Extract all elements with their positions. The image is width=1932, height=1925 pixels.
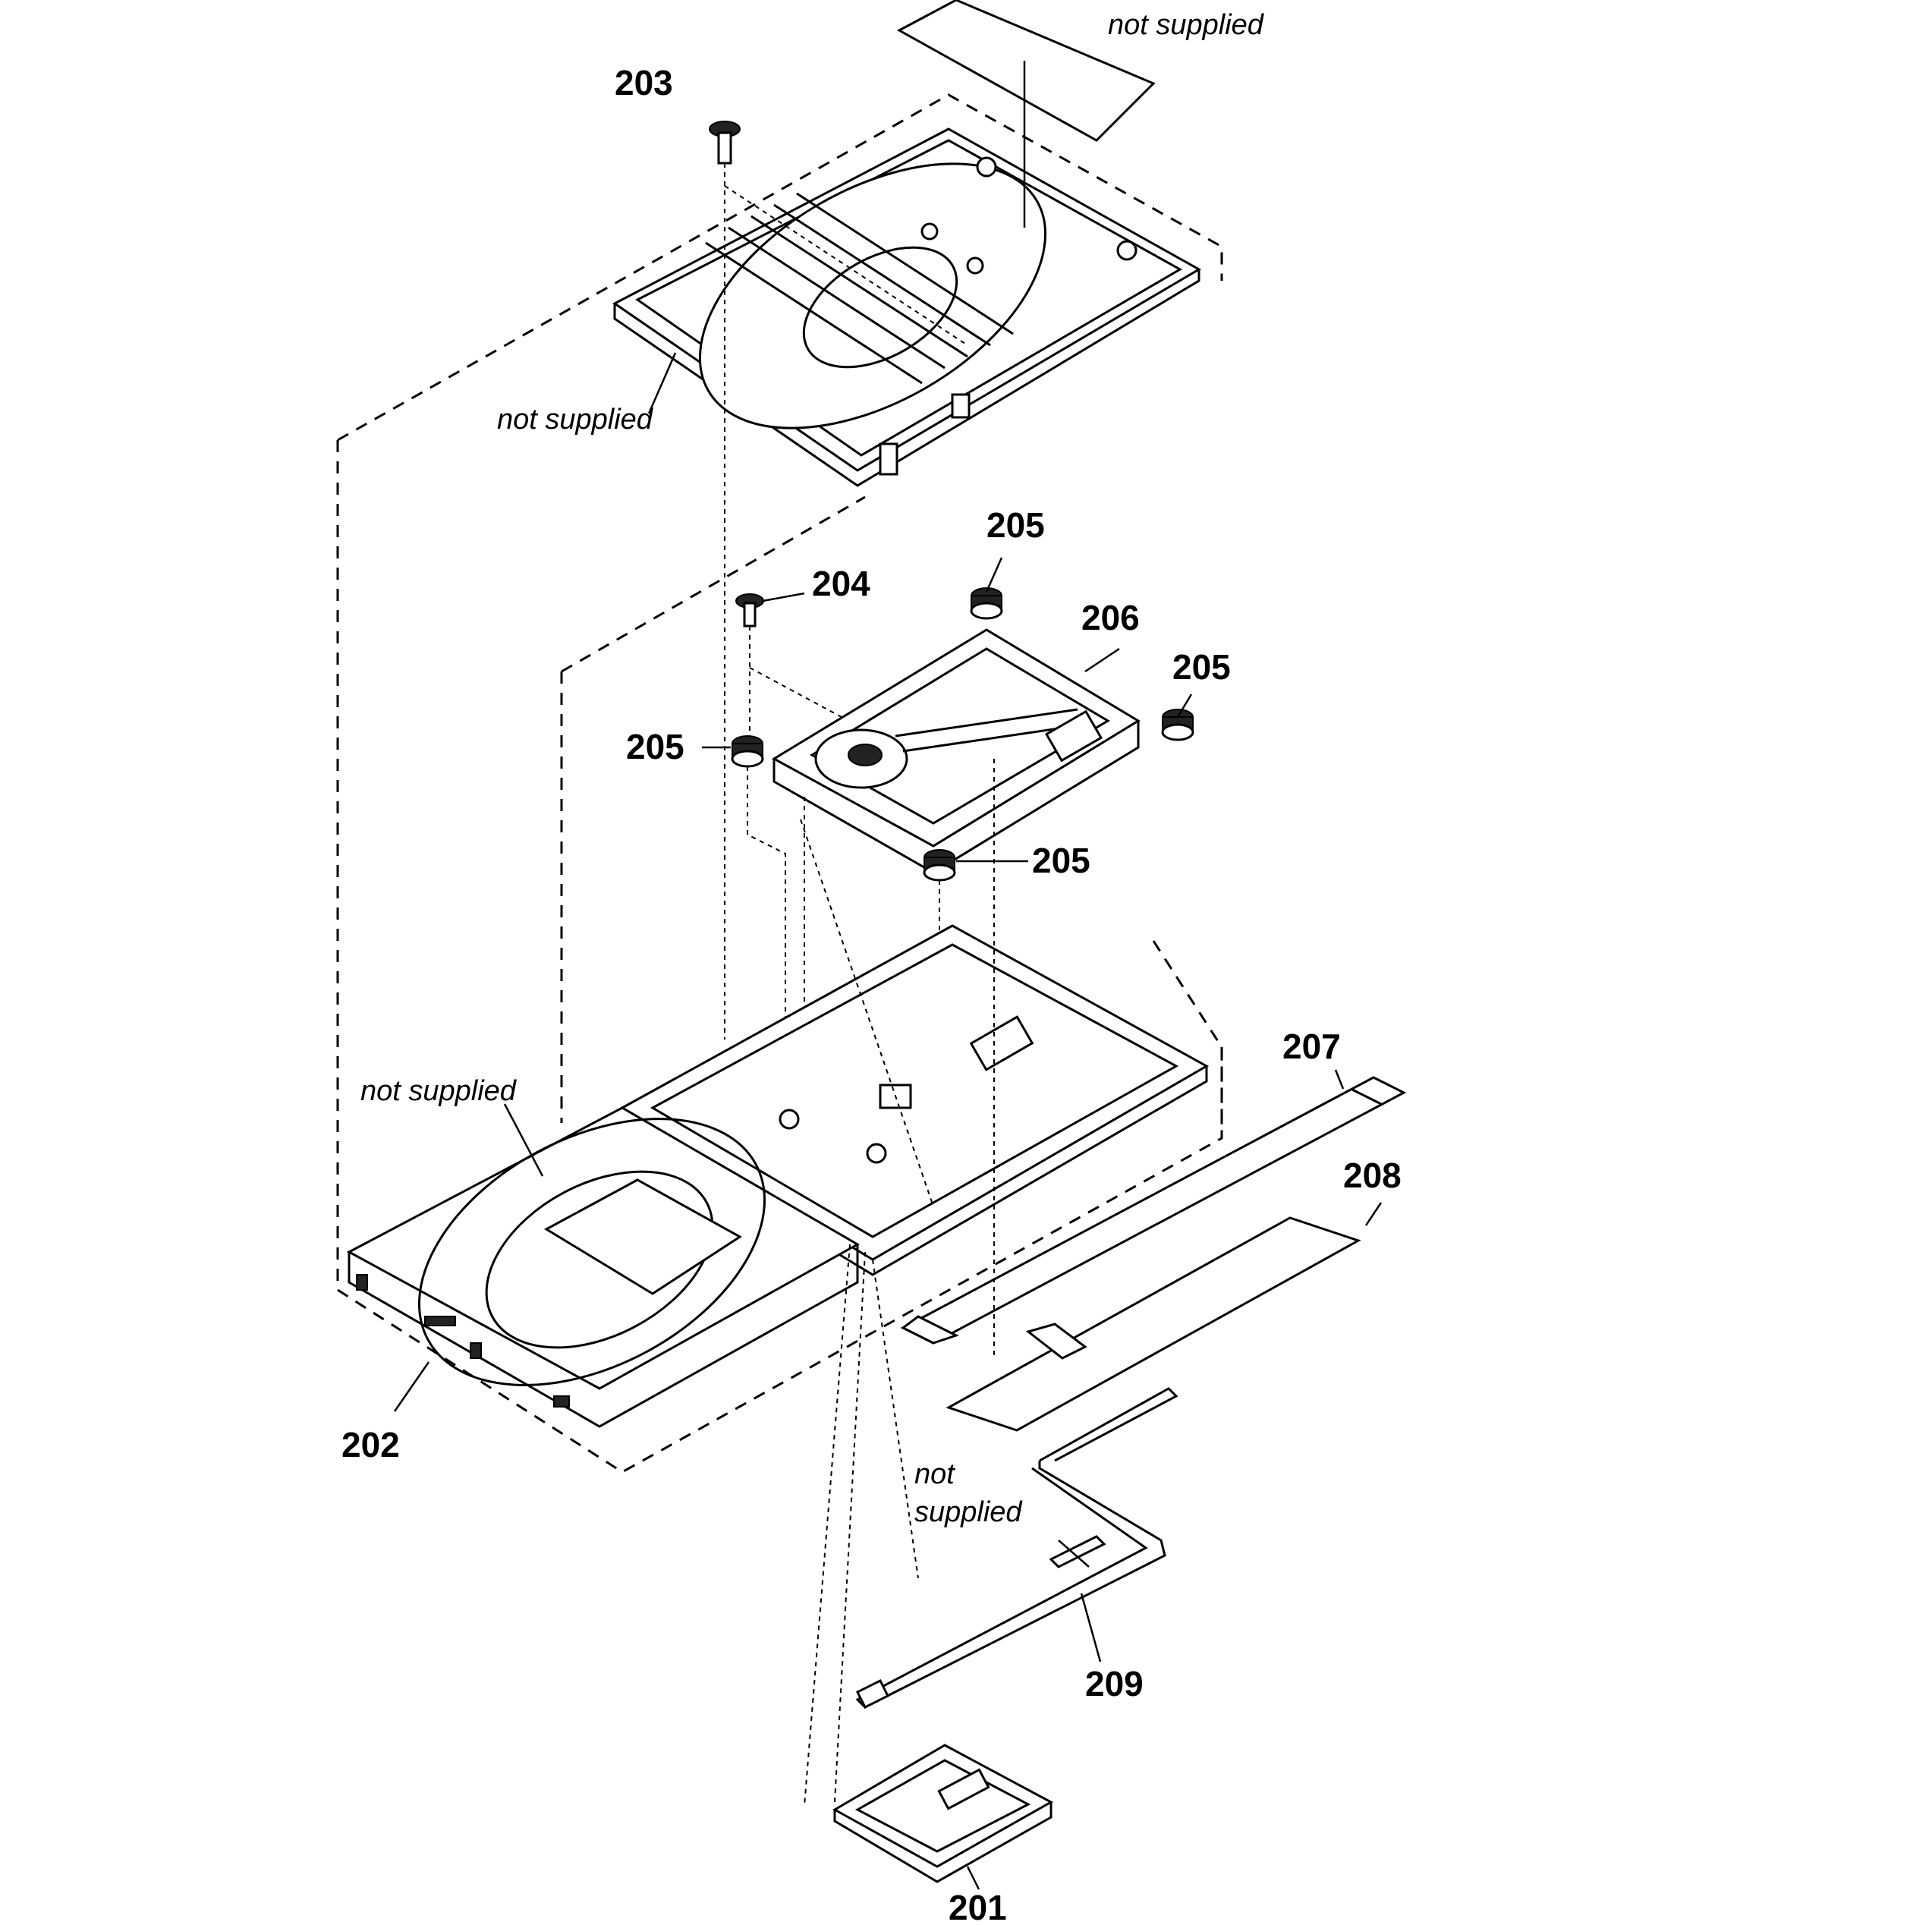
label-205-bottom: 205 xyxy=(1032,841,1090,880)
screw-203 xyxy=(709,121,968,1040)
inner-dashed-envelope xyxy=(560,495,1223,1138)
flex-cable-208 xyxy=(946,759,1361,1432)
guide-lines-201 xyxy=(800,819,934,1807)
label-204: 204 xyxy=(812,564,870,603)
label-207: 207 xyxy=(1282,1027,1341,1066)
top-cover-assembly xyxy=(612,0,1202,487)
label-206: 206 xyxy=(1081,598,1140,637)
leader-lines xyxy=(393,61,1383,1890)
note-not-cable: not xyxy=(914,1458,955,1490)
label-209: 209 xyxy=(1085,1664,1144,1703)
note-not-supplied-tray: not supplied xyxy=(360,1075,518,1107)
note-not-supplied-label-plate: not supplied xyxy=(1108,9,1265,41)
flex-cable-207 xyxy=(900,1076,1407,1345)
label-201: 201 xyxy=(949,1888,1007,1925)
mechanism-206 xyxy=(771,628,1141,1138)
label-205-left: 205 xyxy=(626,727,684,766)
damper-205-a xyxy=(970,587,1003,620)
outer-dashed-envelope xyxy=(336,93,1223,1474)
label-205-top: 205 xyxy=(986,505,1045,545)
flex-cable-209 xyxy=(855,1387,1178,1710)
damper-205-b xyxy=(1161,709,1194,741)
note-supplied-cable: supplied xyxy=(914,1496,1023,1528)
label-203: 203 xyxy=(615,63,673,102)
damper-205-c xyxy=(731,735,786,1108)
label-205-right: 205 xyxy=(1172,647,1231,687)
chassis-202 xyxy=(346,924,1210,1428)
label-plate xyxy=(896,0,1156,142)
not-supplied-notes: not supplied not supplied not supplied n… xyxy=(360,9,1265,1528)
part-201 xyxy=(832,1744,1054,1883)
label-208: 208 xyxy=(1343,1156,1402,1195)
part-number-labels: 203 205 204 206 205 205 205 207 208 202 … xyxy=(341,63,1402,1925)
note-not-supplied-top-cover: not supplied xyxy=(497,404,654,436)
label-202: 202 xyxy=(341,1425,400,1464)
